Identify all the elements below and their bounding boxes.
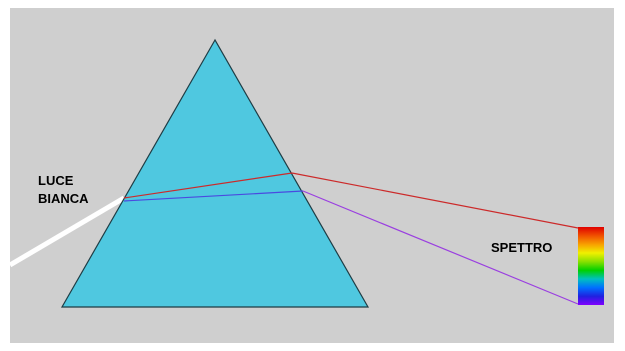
white-light-label-line1: LUCE — [38, 172, 73, 189]
spectrum-gradient — [578, 227, 604, 305]
spectrum-label: SPETTRO — [491, 239, 552, 256]
white-light-label-line2: BIANCA — [38, 190, 89, 207]
spectrum-bar — [578, 227, 604, 305]
